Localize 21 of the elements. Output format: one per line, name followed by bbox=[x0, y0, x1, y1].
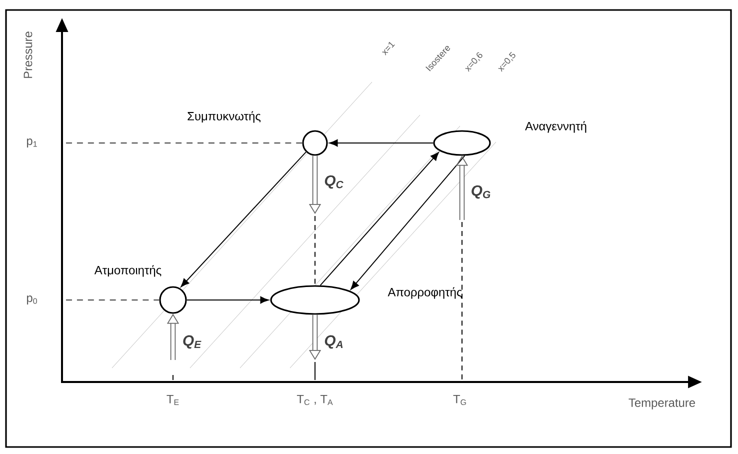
node-label: Αναγεννητή bbox=[525, 121, 586, 133]
axis-label: x=1 bbox=[382, 42, 395, 56]
edge-label: Q$_{A}$ bbox=[324, 335, 343, 349]
arrow bbox=[180, 152, 306, 288]
node-label: Ατμοποιητής bbox=[94, 265, 162, 277]
node-label: Απορροφητής bbox=[388, 287, 462, 299]
arrow bbox=[329, 139, 434, 147]
arrow bbox=[186, 296, 269, 304]
arrow bbox=[320, 152, 439, 286]
axis-label: Temperature bbox=[628, 398, 696, 410]
axis-label: T$_{C}$ , T$_{A}$ bbox=[296, 394, 333, 406]
axis-label: p$_{0}$ bbox=[26, 296, 37, 304]
edge-label: Q$_{E}$ bbox=[183, 335, 202, 349]
axis-label: T$_{E}$ bbox=[166, 394, 179, 405]
axis-label: p$_{1}$ bbox=[26, 138, 37, 148]
axis-label: T$_{G}$ bbox=[453, 394, 466, 406]
axis-label: Pressure bbox=[24, 32, 32, 78]
edge-label: Q$_{C}$ bbox=[324, 175, 344, 189]
node-label: Συμπυκνωτής bbox=[188, 111, 261, 123]
arrow bbox=[350, 155, 466, 290]
edge-label: Q$_{G}$ bbox=[472, 185, 490, 199]
